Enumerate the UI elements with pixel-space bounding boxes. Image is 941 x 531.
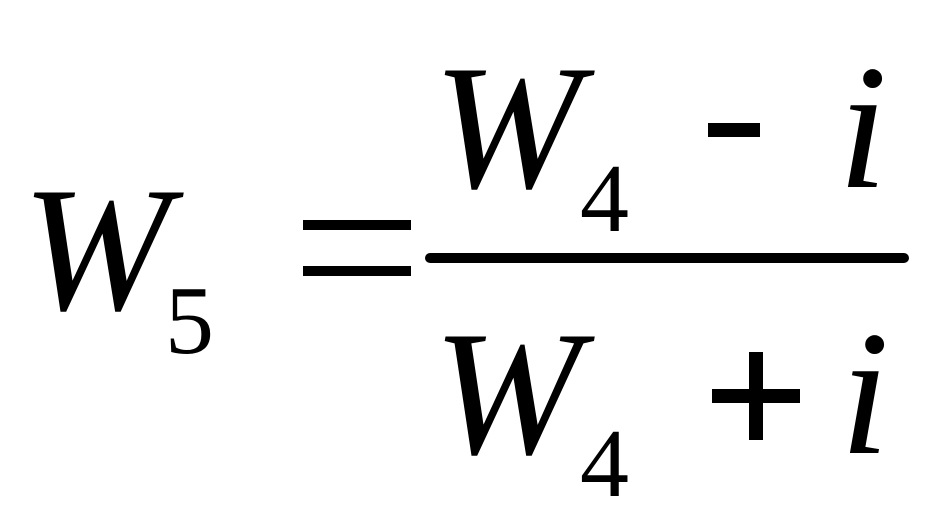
denominator-subscript: 4 (580, 410, 629, 518)
plus-sign-vertical (749, 352, 763, 440)
denominator-term: i (840, 294, 890, 492)
lhs-variable: W (22, 150, 171, 348)
numerator-subscript: 4 (580, 145, 629, 253)
fraction-bar (425, 253, 909, 263)
equals-sign: = (300, 150, 400, 328)
equals-bottom-bar (303, 266, 411, 276)
numerator-variable: W (433, 28, 582, 226)
minus-sign (708, 123, 760, 137)
numerator-term: i (838, 28, 888, 226)
numerator-operator: - (708, 20, 767, 198)
denominator-variable: W (433, 294, 582, 492)
lhs-subscript: 5 (165, 267, 214, 375)
equals-top-bar (303, 220, 411, 230)
